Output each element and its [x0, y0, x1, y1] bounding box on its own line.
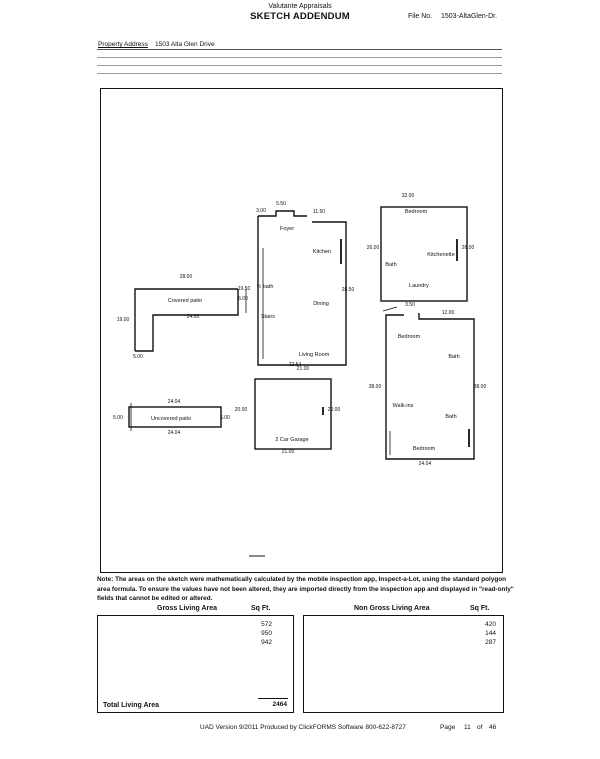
dimension-label: 3.00 [256, 208, 266, 214]
area-label: Covered patio [168, 298, 202, 304]
dimension-label: 20.00 [235, 407, 248, 413]
dimension-label: 28.00 [180, 274, 193, 280]
dimension-label: 38.00 [474, 384, 487, 390]
garage-outline [254, 378, 332, 450]
upper-unit-outline [380, 206, 468, 302]
area-label: Bedroom [398, 334, 421, 340]
area-label: Bath [385, 262, 396, 268]
dimension-label: 19.00 [117, 317, 130, 323]
main-floor-outline [257, 216, 347, 366]
area-label: Walk-ins [393, 403, 414, 409]
total-living-area-value: 2464 [272, 701, 287, 708]
total-living-area-label: Total Living Area [103, 702, 160, 709]
footer-page-label: Page [440, 724, 456, 731]
gross-sqft-header: Sq Ft. [251, 605, 271, 612]
property-address-label: Property Address [98, 41, 148, 48]
uncovered-patio-outline [128, 406, 222, 428]
non-gross-sqft-header: Sq Ft. [470, 605, 490, 612]
gross-living-area-header: Gross Living Area [157, 605, 218, 612]
dimension-label: 21.00 [282, 449, 295, 455]
dimension-label: 6.00 [220, 415, 230, 421]
area-label: Uncovered patio [151, 416, 191, 422]
area-label: ½ bath [257, 283, 274, 290]
dimension-label: 5.00 [113, 415, 123, 421]
area-label: 2 Car Garage [275, 437, 308, 443]
divider [97, 73, 502, 74]
dimension-label: 5.50 [276, 201, 286, 207]
footer-of-label: of [477, 724, 483, 731]
dimension-label: 3.50 [405, 302, 415, 308]
area-label: Laundry [409, 283, 429, 289]
dimension-label: 22.54 [289, 362, 302, 368]
area-label: Kitchen [313, 249, 331, 255]
dimension-label: 24.04 [419, 461, 432, 467]
dimension-label: 26.00 [367, 245, 380, 251]
dimension-label: 26.50 [342, 287, 355, 293]
dimension-label: 20.00 [328, 407, 341, 413]
dimension-label: 21.00 [297, 366, 310, 372]
dimension-label: 12.00 [442, 310, 455, 316]
area-label: Bath [445, 414, 456, 420]
footer-page-total: 46 [489, 724, 497, 731]
dimension-label: 24.04 [168, 399, 181, 405]
non-gross-area-value: 420 [485, 621, 496, 628]
sketch-area: Foyer Kitchen Dining Stairs Living Room … [100, 88, 503, 573]
non-gross-living-area-header: Non Gross Living Area [354, 605, 430, 612]
gross-area-value: 572 [261, 621, 272, 628]
gross-living-area-box [97, 615, 294, 713]
dimension-label: 32.00 [402, 193, 415, 199]
area-label: Living Room [299, 352, 330, 358]
gross-area-value: 942 [261, 639, 272, 646]
dimension-label: 24.04 [168, 430, 181, 436]
dimension-label: 6.00 [238, 296, 248, 302]
area-label: Foyer [280, 226, 294, 232]
dimension-label: 11.50 [313, 209, 325, 215]
file-no-label: File No. [408, 13, 433, 20]
non-gross-area-value: 287 [485, 639, 496, 646]
divider [97, 57, 502, 58]
divider [97, 49, 502, 50]
property-address-value: 1503 Alta Glen Drive [155, 41, 215, 48]
dimension-label: 26.00 [462, 245, 475, 251]
area-label: Dining [313, 301, 329, 307]
dimension-label: 5.00 [133, 354, 143, 360]
divider [97, 65, 502, 66]
upper-floor-outline [385, 313, 475, 460]
dimension-label: 38.00 [369, 384, 382, 390]
dimension-label: 24.00 [187, 314, 200, 320]
note-text: Note: The areas on the sketch were mathe… [97, 576, 514, 602]
total-divider [258, 698, 288, 699]
page-title: SKETCH ADDENDUM [250, 11, 350, 22]
file-no-value: 1503-AltaGlen-Dr. [441, 13, 498, 20]
area-label: Bedroom [405, 209, 428, 215]
dimension-label: 19.50 [238, 286, 251, 292]
area-label: Bedroom [413, 446, 436, 452]
footer-page-number: 11 [464, 724, 471, 731]
non-gross-living-area-box [303, 615, 504, 713]
non-gross-area-value: 144 [485, 630, 496, 637]
area-label: Stairs [261, 314, 275, 320]
area-label: Kitchenette [427, 252, 455, 258]
covered-patio-outline [134, 288, 238, 351]
gross-area-value: 950 [261, 630, 272, 637]
floor-plan-sketch: Foyer Kitchen Dining Stairs Living Room … [113, 193, 487, 557]
company-name: Valutante Appraisals [268, 3, 332, 10]
footer-software: UAD Version 9/2011 Produced by ClickFORM… [200, 724, 406, 731]
area-label: Bath [448, 354, 459, 360]
